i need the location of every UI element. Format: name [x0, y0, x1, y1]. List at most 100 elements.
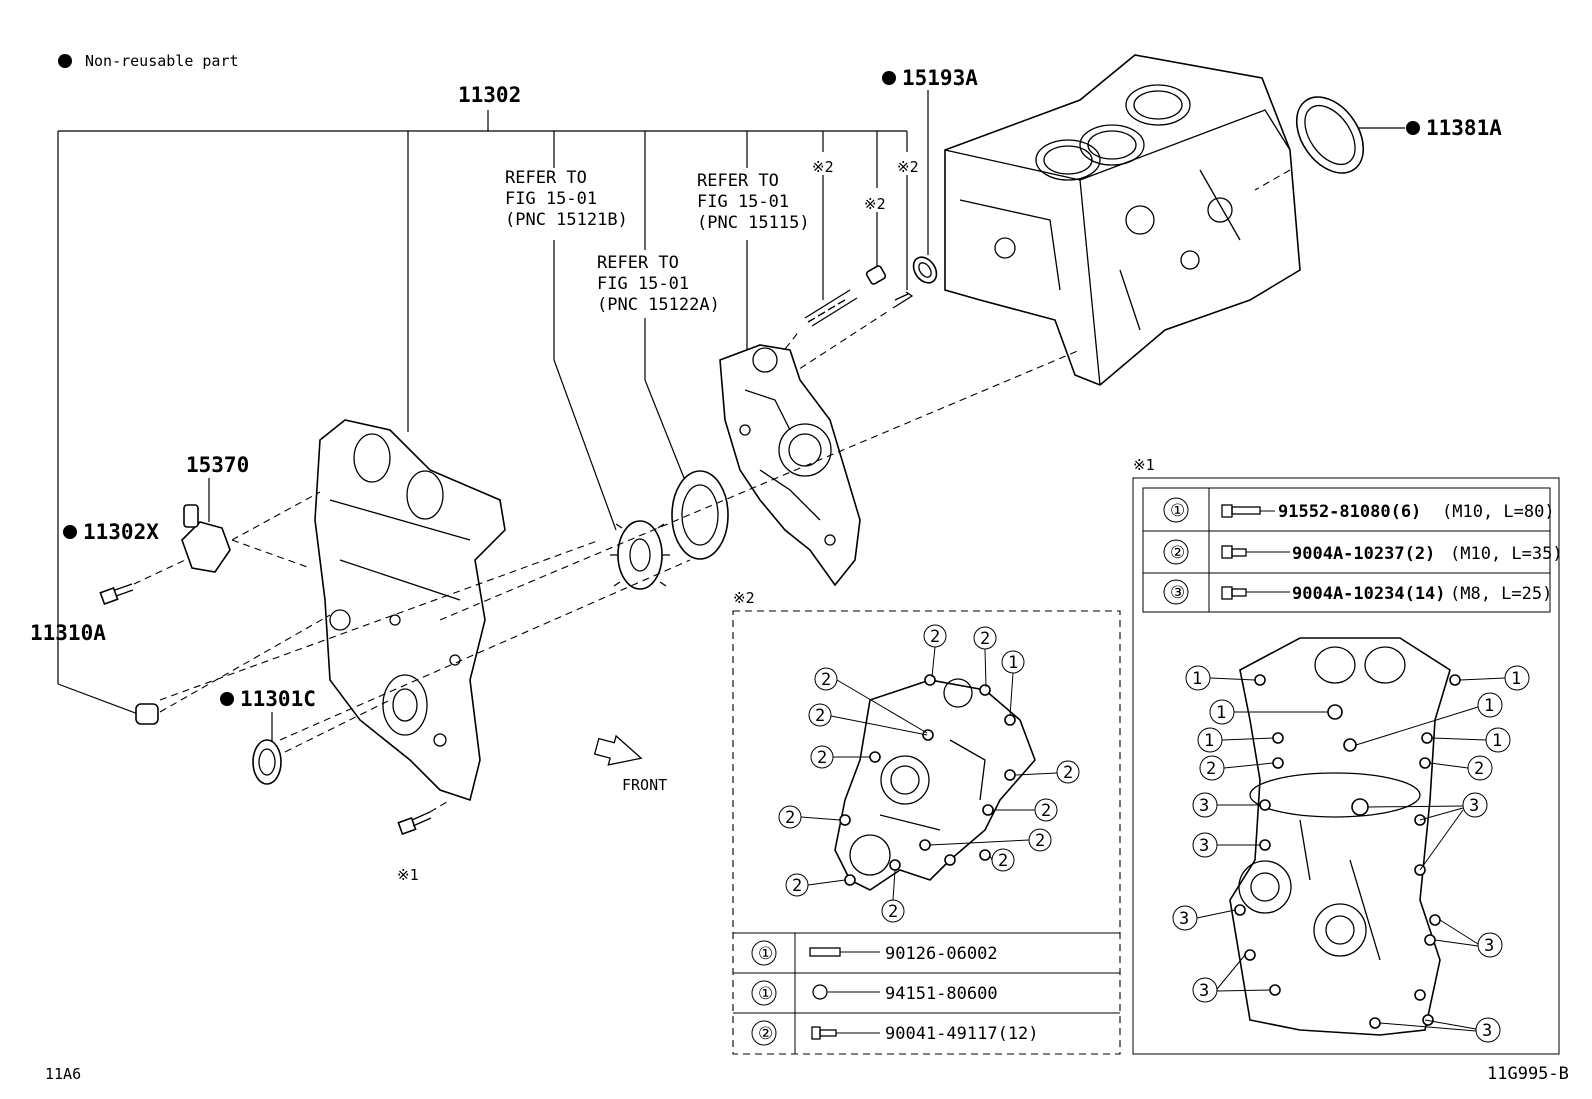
- callout-2: 2: [785, 873, 846, 897]
- non-reusable-bullet-icon: [1406, 121, 1420, 135]
- svg-text:①: ①: [1170, 501, 1185, 521]
- svg-text:2: 2: [1041, 801, 1051, 821]
- callout-2: 2: [1199, 755, 1274, 781]
- svg-text:2: 2: [1035, 831, 1045, 851]
- part-number: 9004A-10234(14): [1292, 584, 1446, 604]
- svg-text:REFER TO: REFER TO: [597, 253, 679, 273]
- refer-note-15121B: REFER TO FIG 15-01 (PNC 15121B): [505, 168, 628, 230]
- svg-text:2: 2: [785, 808, 795, 828]
- svg-text:3: 3: [1469, 796, 1479, 816]
- svg-text:2: 2: [930, 627, 940, 647]
- front-oil-seal-11301C: [252, 739, 282, 785]
- svg-text:①: ①: [758, 944, 773, 964]
- svg-text:2: 2: [815, 706, 825, 726]
- bolt-11302X-illustration: [99, 583, 134, 606]
- svg-text:2: 2: [817, 748, 827, 768]
- box2-title: ※2: [733, 589, 755, 607]
- svg-text:1: 1: [1492, 731, 1502, 751]
- svg-text:2: 2: [1206, 759, 1216, 779]
- svg-text:2: 2: [1474, 759, 1484, 779]
- callout-1: 1: [1209, 699, 1328, 725]
- callout-1: 1: [1197, 727, 1274, 753]
- svg-text:(PNC 15115): (PNC 15115): [697, 213, 810, 233]
- callout-2: 2: [1429, 755, 1493, 781]
- label-11310A: 11310A: [30, 621, 106, 645]
- bolt-icon: [1221, 586, 1290, 600]
- pump-inner-rotor: [610, 520, 670, 590]
- callout-2: 2: [810, 745, 870, 769]
- plug-11310A-illustration: [135, 703, 159, 725]
- box-x1: [1132, 477, 1560, 1055]
- svg-text:(PNC 15121B): (PNC 15121B): [505, 210, 628, 230]
- part-number: 91552-81080(6): [1278, 502, 1421, 522]
- long-bolt-icon: [1221, 504, 1275, 518]
- cover-detail-illustration: [1229, 637, 1461, 1036]
- callout-3: 3: [1192, 954, 1271, 1003]
- svg-text:3: 3: [1199, 836, 1209, 856]
- svg-text:③: ③: [1170, 583, 1185, 603]
- svg-text:REFER TO: REFER TO: [697, 171, 779, 191]
- non-reusable-bullet-icon: [882, 71, 896, 85]
- nut-icon: [812, 984, 880, 1000]
- part-number: 90041-49117(12): [885, 1024, 1039, 1044]
- box2-table-row-3: ② 90041-49117(12): [751, 1020, 1039, 1046]
- callout-2: 2: [989, 848, 1015, 872]
- svg-text:3: 3: [1484, 936, 1494, 956]
- bolt-icon: [1221, 545, 1290, 559]
- box2-callouts: 2 2 1 2 2 2 2 2 2 2 2 2 2: [778, 624, 1080, 923]
- note-x2-b: ※2: [864, 195, 886, 213]
- callout-1: 1: [1001, 650, 1025, 717]
- callout-1: 1: [1431, 727, 1511, 753]
- refer-note-15122A: REFER TO FIG 15-01 (PNC 15122A): [597, 253, 720, 315]
- non-reusable-bullet-icon: [220, 692, 234, 706]
- svg-text:1: 1: [1511, 669, 1521, 689]
- svg-text:FIG 15-01: FIG 15-01: [597, 274, 689, 294]
- callout-1: 1: [1355, 692, 1503, 746]
- refer-note-15115: REFER TO FIG 15-01 (PNC 15115): [697, 171, 810, 233]
- bolt-icon: [811, 1026, 880, 1040]
- svg-text:1: 1: [1204, 731, 1214, 751]
- callout-1: 1: [1185, 665, 1256, 691]
- part-spec: (M8, L=25): [1450, 584, 1552, 604]
- svg-text:2: 2: [998, 851, 1008, 871]
- callout-3: 3: [1434, 919, 1503, 958]
- svg-text:①: ①: [758, 984, 773, 1004]
- svg-text:(PNC 15122A): (PNC 15122A): [597, 295, 720, 315]
- svg-text:②: ②: [758, 1024, 773, 1044]
- svg-text:1: 1: [1192, 669, 1202, 689]
- svg-text:FIG 15-01: FIG 15-01: [505, 189, 597, 209]
- label-15193A: 15193A: [902, 66, 978, 90]
- callout-3: 3: [1367, 792, 1488, 871]
- box2-table-row-1: ① 90126-06002: [751, 940, 998, 966]
- part-number: 94151-80600: [885, 984, 998, 1004]
- box1-table-row-1: ① 91552-81080(6) (M10, L=80): [1163, 497, 1555, 523]
- svg-text:2: 2: [1063, 763, 1073, 783]
- callout-2: 2: [923, 624, 947, 678]
- part-number: 90126-06002: [885, 944, 998, 964]
- front-label: FRONT: [622, 776, 667, 794]
- callout-1: 1: [1459, 665, 1530, 691]
- non-reusable-bullet-icon: [63, 525, 77, 539]
- part-number: 9004A-10237(2): [1292, 544, 1435, 564]
- callout-2: 2: [993, 798, 1058, 822]
- svg-text:1: 1: [1484, 696, 1494, 716]
- note-x2-a: ※2: [812, 158, 834, 176]
- svg-text:②: ②: [1170, 543, 1185, 563]
- callout-2: 2: [1014, 760, 1080, 784]
- callout-2: 2: [808, 703, 928, 736]
- legend-text: Non-reusable part: [85, 52, 239, 70]
- svg-text:2: 2: [792, 876, 802, 896]
- svg-text:3: 3: [1179, 909, 1189, 929]
- svg-text:3: 3: [1199, 796, 1209, 816]
- sensor-15370-illustration: [181, 504, 231, 573]
- box2-table-row-2: ① 94151-80600: [751, 980, 998, 1006]
- label-11381A: 11381A: [1426, 116, 1502, 140]
- callout-3: 3: [1192, 792, 1260, 818]
- callout-2: 2: [881, 869, 905, 923]
- footer-left-code: 11A6: [45, 1065, 81, 1083]
- box1-callouts: 1 1 1 1 1 1 2 2 3 3 3 3 3 3 3: [1172, 665, 1530, 1043]
- part-spec: (M10, L=35): [1450, 544, 1563, 564]
- front-arrow-icon: [593, 734, 643, 766]
- timing-chain-cover-illustration: [314, 419, 506, 802]
